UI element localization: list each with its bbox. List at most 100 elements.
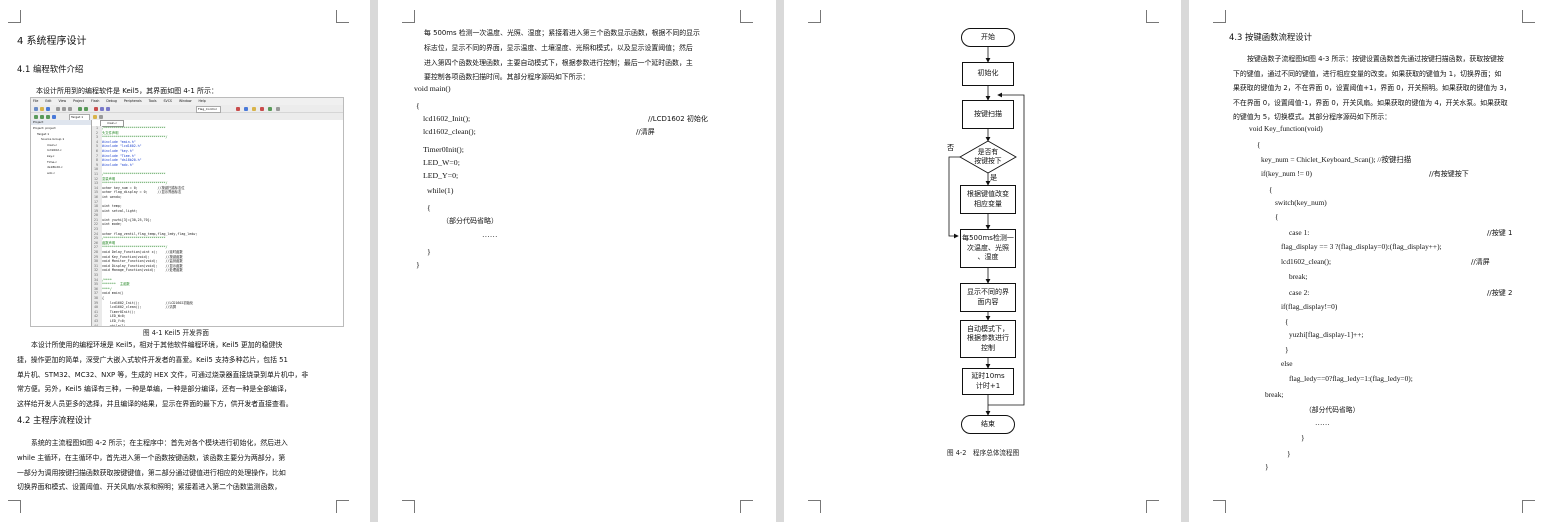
editor-code-line: 40 lcd1602_clean(); //清屏 <box>94 305 197 310</box>
editor-code-line: 35 ******* 主函数 <box>94 282 197 287</box>
document-page-1: 4 系统程序设计 4.1 编程软件介绍 本设计所用到的编程软件是 Keil5，其… <box>0 0 370 522</box>
code-line: break; <box>1265 390 1284 399</box>
project-tree-item: main.c <box>47 142 58 147</box>
editor-code-line: 3 ********************************/ <box>94 135 197 140</box>
decision-diamond <box>959 140 1017 174</box>
line-number: 21 <box>94 217 102 222</box>
line-text: 头文件声明 <box>101 130 119 135</box>
code-editor: main.c 1 /******************************… <box>92 120 343 326</box>
flow-handle-key: 根据键值改变 相应变量 <box>960 185 1016 214</box>
flow-key-scan: 按键扫描 <box>962 100 1014 129</box>
document-page-2: 每 500ms 检测一次温度、光照、湿度；紧接着进入第三个函数显示函数，根据不同… <box>378 0 776 522</box>
section-heading-4-2: 4.2 主程序流程设计 <box>17 415 92 425</box>
crop-mark <box>740 10 753 23</box>
line-number: 13 <box>94 181 102 186</box>
line-text: /******************************* <box>101 236 166 241</box>
editor-code-line: 15 uchar flag_display = 0; //显示界面标志 <box>94 190 197 195</box>
editor-code-line: 9 #include "adc.h" <box>94 163 197 168</box>
cut-icon <box>56 106 60 111</box>
ide-toolbar-1: Flag_Control <box>31 105 343 113</box>
line-number: 43 <box>94 318 102 323</box>
line-number: 44 <box>94 323 102 327</box>
editor-code-line: 1 /******************************* <box>94 126 197 131</box>
editor-code-line: 27 ********************************/ <box>94 245 197 250</box>
paste-icon <box>68 106 72 111</box>
flow-decision-label: 是否有 按键按下 <box>974 147 1002 166</box>
section-heading-4-3: 4.3 按键函数流程设计 <box>1229 32 1312 42</box>
line-number: 36 <box>94 286 102 291</box>
redo-icon <box>84 106 88 111</box>
line-number: 8 <box>94 158 102 163</box>
code-line: …… <box>482 230 498 239</box>
undo-icon <box>78 106 82 111</box>
line-text: void Delay_Function(uint x); //延时函数 <box>101 250 183 255</box>
target-options-icon <box>93 114 97 119</box>
keil-description-paragraph: 本设计所使用的编程环境是 Keil5，相对于其他软件编程环境，Keil5 更加的… <box>17 338 337 412</box>
crop-mark <box>1213 500 1226 513</box>
code-line: { <box>1257 140 1261 149</box>
rebuild-icon <box>46 114 50 119</box>
line-text: { <box>101 295 104 300</box>
line-number: 41 <box>94 309 102 314</box>
editor-code-line: 29 void Key_Function(void); //按键函数 <box>94 255 197 260</box>
line-number: 37 <box>94 291 102 296</box>
tab-main-c: main.c <box>100 120 124 127</box>
ide-menu-item: SVCS <box>163 99 172 103</box>
flow-start: 开始 <box>961 28 1015 47</box>
flag-dropdown: Flag_Control <box>196 106 221 113</box>
line-number: 10 <box>94 167 102 172</box>
line-text: 函数声明 <box>101 240 116 245</box>
line-text: lcd1602_Init(); //LCD1602初始化 <box>101 300 194 305</box>
editor-code-line: 44 while(1) <box>94 323 197 327</box>
code-line: { <box>416 101 420 110</box>
save-icon <box>46 106 50 111</box>
editor-code-line: 38 { <box>94 296 197 301</box>
paragraph-line: 捷，操作更加的简单，深受广大嵌入式软件开发者的喜爱。Keil5 支持多种芯片，包… <box>17 355 288 364</box>
ide-menu-item: Tools <box>148 99 157 103</box>
ide-menu-item: View <box>58 99 67 103</box>
editor-code-line: 34 /**** <box>94 278 197 283</box>
editor-code-line: 30 void Monitor_Function(void); //监测函数 <box>94 259 197 264</box>
flowchart-lines <box>948 46 1025 416</box>
line-number: 14 <box>94 185 102 190</box>
crop-mark <box>1522 500 1535 513</box>
editor-code-line: 28 void Delay_Function(uint x); //延时函数 <box>94 250 197 255</box>
project-tree-item: key.c <box>47 153 55 158</box>
code-line: lcd1602_clean(); <box>423 127 476 136</box>
line-text: uint temp; <box>101 204 122 209</box>
editor-code-line: 21 uint yuzhi[3]={30,25,70}; <box>94 218 197 223</box>
line-number: 40 <box>94 305 102 310</box>
wand-icon <box>252 106 256 111</box>
code-line: lcd1602_clean(); <box>1281 257 1332 266</box>
code-line: } <box>416 260 420 269</box>
line-number: 11 <box>94 171 102 176</box>
editor-code-line: 22 uint mode; <box>94 222 197 227</box>
stop-icon <box>260 106 264 111</box>
crop-mark <box>1213 10 1226 23</box>
line-number: 24 <box>94 231 102 236</box>
line-number: 32 <box>94 268 102 273</box>
line-number: 19 <box>94 208 102 213</box>
line-text: while(1) <box>101 323 126 327</box>
line-number: 9 <box>94 162 102 167</box>
flow-auto-control: 自动模式下， 根据参数进行 控制 <box>960 320 1016 358</box>
paragraph-line: 果获取的键值为 2，不在界面 0，设置阈值+1，界面 0，开关照明。如果获取的键… <box>1233 84 1511 92</box>
ide-menu-item: Help <box>198 99 206 103</box>
code-line: flag_display == 3 ?(flag_display=0):(fla… <box>1281 242 1442 251</box>
project-tree-item: ds18b20.c <box>47 165 63 170</box>
editor-code-line: 19 uint setval,light; <box>94 209 197 214</box>
manage-icon <box>99 114 103 119</box>
document-page-4: 4.3 按键函数流程设计 按键函数子流程图如图 4-3 所示：按键设置函数首先通… <box>1189 0 1558 522</box>
editor-code-line: 20 <box>94 213 197 218</box>
line-number: 4 <box>94 139 102 144</box>
indent-icon <box>100 106 104 111</box>
line-number: 23 <box>94 227 102 232</box>
code-line: case 2: <box>1289 288 1310 297</box>
crop-mark <box>402 10 415 23</box>
line-text: void Manage_Function(void); //处理函数 <box>101 268 183 273</box>
editor-code-line: 4 #include "main.h" <box>94 140 197 145</box>
line-text: #include "lcd1602.h" <box>101 144 142 149</box>
flow-init: 初始化 <box>962 62 1014 86</box>
